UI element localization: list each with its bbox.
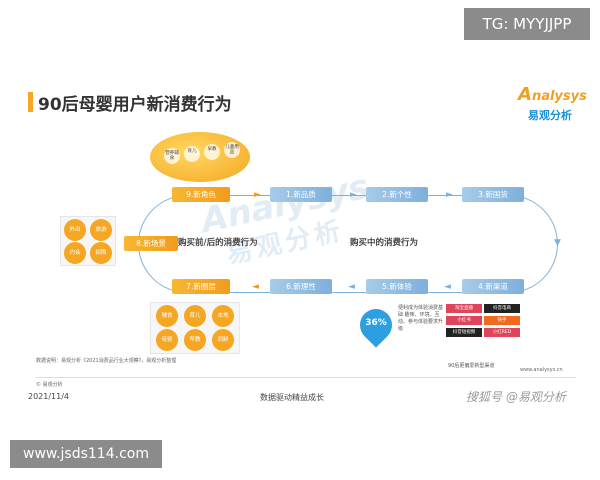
apps-caption: 90后更偏爱新型渠道 <box>448 363 495 369</box>
slide-divider <box>36 377 576 378</box>
app-badge: 抖音电商 <box>484 304 520 313</box>
logo-cn: 易观分析 <box>528 109 572 122</box>
source-note: 数据说明：易观分析《2021消费品行业大观察》，易观分析整理 <box>36 358 177 364</box>
circle-item: 辅食 <box>156 305 178 327</box>
ellipse-item: 育儿 <box>184 146 200 162</box>
arrow-left-icon: ◄ <box>252 282 259 292</box>
logo-letter: A <box>518 84 532 105</box>
scene-circle: 约会 <box>64 242 86 264</box>
footer-slogan: 数据驱动精益成长 <box>260 393 324 402</box>
copyright: © 易观分析 <box>36 382 63 388</box>
step-6-new-rational: 6.新理性 <box>270 279 332 294</box>
arrow-right-icon: ► <box>446 190 453 200</box>
stage-label-before-after: 购买前/后的消费行为 <box>178 238 258 248</box>
circle-item: 本地 <box>212 305 234 327</box>
arrow-left-icon: ◄ <box>348 282 355 292</box>
step-1-new-quality: 1.新品质 <box>270 187 332 202</box>
ellipse-item: 早教 <box>204 144 220 160</box>
stat-description: 便利成为体验消费基础 趣味、环境、互动、参与体验要求升级 <box>398 305 444 332</box>
footer-date: 2021/11/4 <box>28 392 70 401</box>
app-badge: 小红RED <box>484 328 520 337</box>
app-badge: 快手 <box>484 316 520 325</box>
arrow-right-icon: ► <box>350 190 357 200</box>
slide: 90后母婴用户新消费行为 Analysys 易观分析 Analysys 易观分析… <box>20 72 587 392</box>
app-badge: 小红书 <box>446 316 482 325</box>
ellipse-item: 儿童用品 <box>224 142 240 158</box>
title-accent-bar <box>28 92 33 112</box>
step-2-new-individuality: 2.新个性 <box>366 187 428 202</box>
step-3-new-domestic: 3.新国货 <box>462 187 524 202</box>
ellipse-item: 营养辅食 <box>164 148 180 164</box>
step-8-new-scene: 8.新场景 <box>124 236 178 251</box>
scene-circle: 外出 <box>64 219 86 241</box>
channel-apps: 淘宝直播 抖音电商 小红书 快手 抖音短视频 小红RED <box>446 304 522 360</box>
step-5-new-experience: 5.新体验 <box>366 279 428 294</box>
role-ellipse: 营养辅食 育儿 早教 儿童用品 <box>150 132 250 182</box>
step-7-new-circle: 7.新圈层 <box>172 279 230 294</box>
scene-circle: 拍照 <box>90 242 112 264</box>
footer-signature: 搜狐号 @易观分析 <box>466 390 566 404</box>
circle-item: 早教 <box>184 329 206 351</box>
tg-badge: TG: MYYJJPP <box>464 8 590 40</box>
arrow-right-icon: ► <box>254 190 261 200</box>
app-badge: 淘宝直播 <box>446 304 482 313</box>
circle-item: 育儿 <box>184 305 206 327</box>
arrow-left-icon: ◄ <box>444 282 451 292</box>
analysys-logo: Analysys 易观分析 <box>518 84 587 123</box>
step-4-new-channel: 4.新渠道 <box>462 279 524 294</box>
logo-text: nalysys <box>531 89 587 104</box>
site-url: www.analysys.cn <box>520 367 563 373</box>
url-badge: www.jsds114.com <box>10 440 162 468</box>
circle-item: 母婴 <box>156 329 178 351</box>
scene-circle: 旅游 <box>90 219 112 241</box>
slide-title: 90后母婴用户新消费行为 <box>38 95 232 115</box>
circle-item: 同龄 <box>212 329 234 351</box>
arrow-down-icon: ▼ <box>554 238 561 248</box>
step-9-new-role: 9.新角色 <box>172 187 230 202</box>
app-badge: 抖音短视频 <box>446 328 482 337</box>
stat-value: 36% <box>365 318 387 328</box>
stage-label-during: 购买中的消费行为 <box>350 238 419 248</box>
